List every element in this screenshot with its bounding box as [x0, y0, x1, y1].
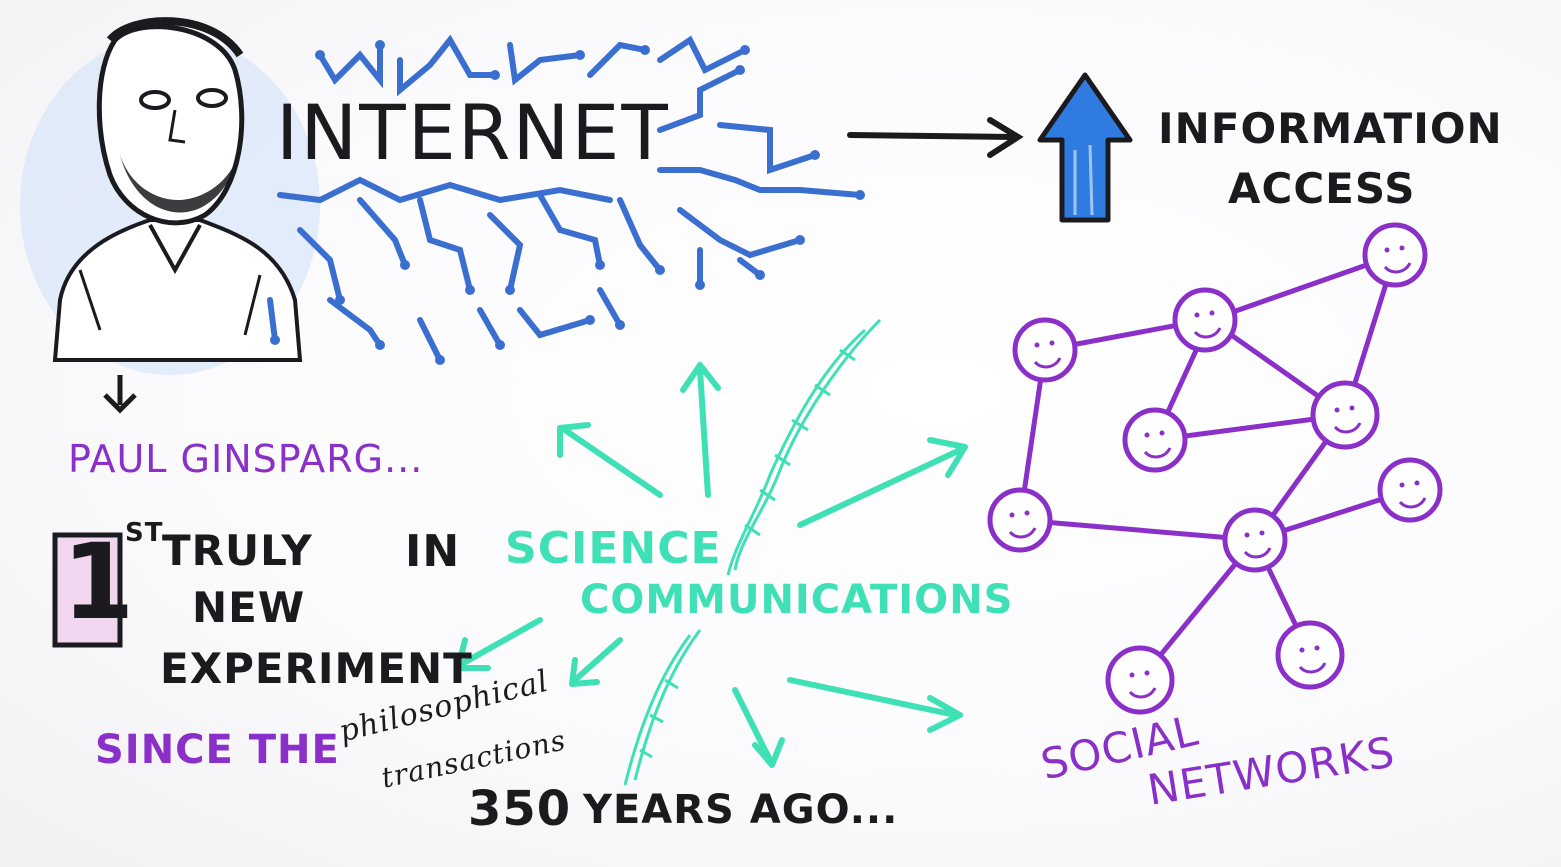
science-label: SCIENCE — [505, 523, 722, 574]
since-the-label: SINCE THE — [95, 727, 340, 773]
first-superscript: ST — [125, 518, 164, 548]
circuit-nodes — [270, 40, 865, 365]
smiley-face-icon — [1012, 317, 1078, 383]
paul-ginsparg-label: PAUL GINSPARG... — [68, 437, 424, 481]
circuit-network-icon — [267, 34, 863, 363]
truly-label: TRULY — [162, 526, 313, 575]
smiley-face-icon — [1172, 287, 1238, 353]
first-numeral-outline — [52, 532, 123, 648]
internet-title: INTERNET — [276, 88, 670, 177]
smiley-face-icon — [1122, 407, 1188, 473]
communications-label: COMMUNICATIONS — [580, 577, 1014, 623]
experiment-label: EXPERIMENT — [160, 644, 473, 693]
years-ago-label: YEARS AGO... — [583, 787, 899, 833]
first-numeral: 1 — [62, 521, 136, 643]
smiley-face-icon — [987, 487, 1053, 553]
access-label: ACCESS — [1228, 164, 1416, 213]
up-arrow-icon — [1037, 72, 1133, 223]
smiley-face-icon — [1377, 457, 1443, 523]
right-arrow-icon — [847, 117, 1024, 158]
information-label: INFORMATION — [1158, 104, 1503, 153]
smiley-face-icon — [1105, 645, 1175, 715]
smiley-face-icon — [1275, 620, 1345, 690]
smiley-face-icon — [1362, 222, 1428, 288]
new-label: NEW — [192, 583, 306, 632]
smiley-face-icon — [1310, 380, 1380, 450]
smiley-face-icon — [1222, 507, 1288, 573]
portrait-icon — [20, 17, 320, 414]
communication-arrows — [455, 362, 968, 768]
in-label: IN — [405, 526, 461, 577]
years-number: 350 — [468, 781, 572, 837]
dna-strand-icon — [623, 318, 882, 786]
smiley-face-icons — [987, 222, 1443, 715]
